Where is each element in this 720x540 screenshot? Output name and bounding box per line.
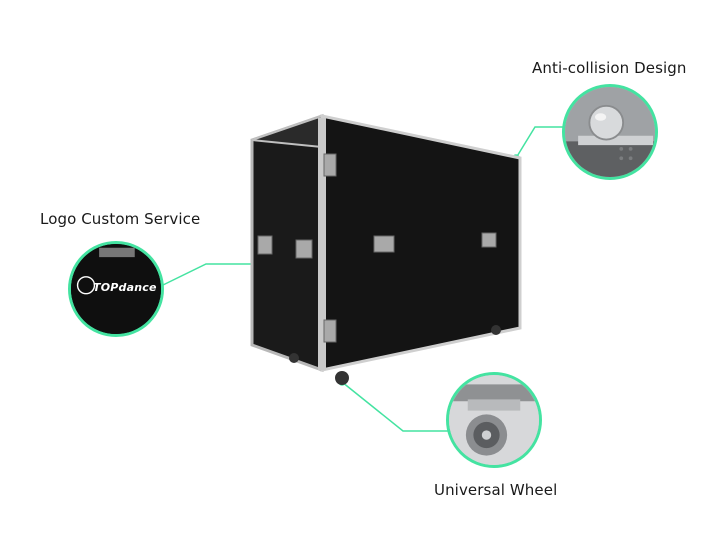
logo-callout: TOPdance	[68, 241, 164, 337]
universal-wheel-label: Universal Wheel	[434, 481, 558, 499]
logo-panel-image	[71, 244, 161, 334]
corner-protector-image	[565, 87, 655, 177]
case-wheels	[289, 325, 501, 385]
logo-custom-label: Logo Custom Service	[40, 210, 201, 228]
caster-wheel-image	[449, 375, 539, 465]
logo-mark-icon	[76, 276, 96, 295]
universal-wheel-callout	[446, 372, 542, 468]
anti-collision-callout	[562, 84, 658, 180]
case-trim	[318, 118, 326, 370]
logo-brand-text: TOPdance	[93, 281, 157, 294]
anti-connector-line	[515, 126, 568, 159]
anti-collision-label: Anti-collision Design	[532, 59, 687, 77]
wheel-connector-line	[341, 381, 450, 432]
latch-hint	[99, 247, 135, 258]
case-latches	[257, 153, 497, 343]
